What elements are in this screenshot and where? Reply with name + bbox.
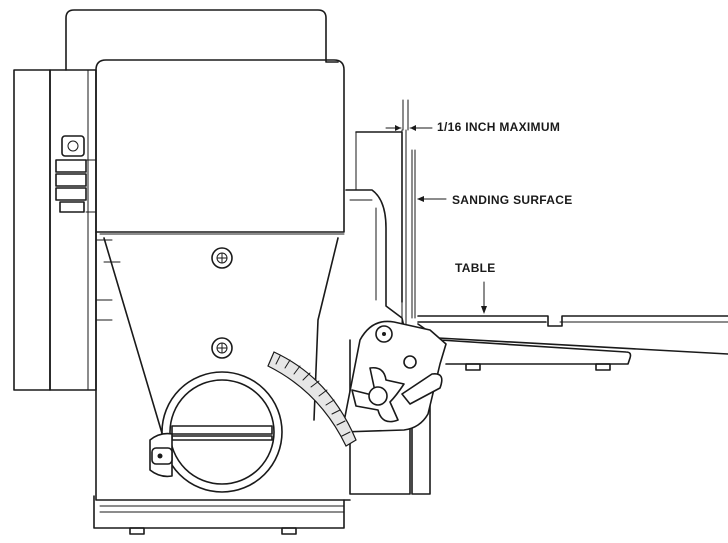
cabinet-latch (149, 432, 173, 478)
adjustment-knob-stack (55, 135, 97, 213)
sanding-surface-label: SANDING SURFACE (452, 193, 573, 207)
belt-housing (345, 131, 431, 495)
max-gap-label: 1/16 INCH MAXIMUM (437, 120, 561, 134)
cabinet-screw-upper (211, 247, 233, 269)
tilt-scale (267, 351, 357, 447)
gap-dimension-arrows (385, 125, 433, 131)
motor-housing-top (65, 9, 339, 71)
main-cabinet (95, 59, 351, 501)
dust-port (161, 371, 283, 493)
left-mounting-plate (13, 69, 113, 391)
tilt-lock-knob (351, 366, 443, 423)
sanding-surface-leader (417, 196, 447, 202)
cabinet-screw-lower (211, 337, 233, 359)
table-label: TABLE (455, 261, 496, 275)
work-table (417, 281, 728, 371)
machine-base (93, 495, 345, 535)
